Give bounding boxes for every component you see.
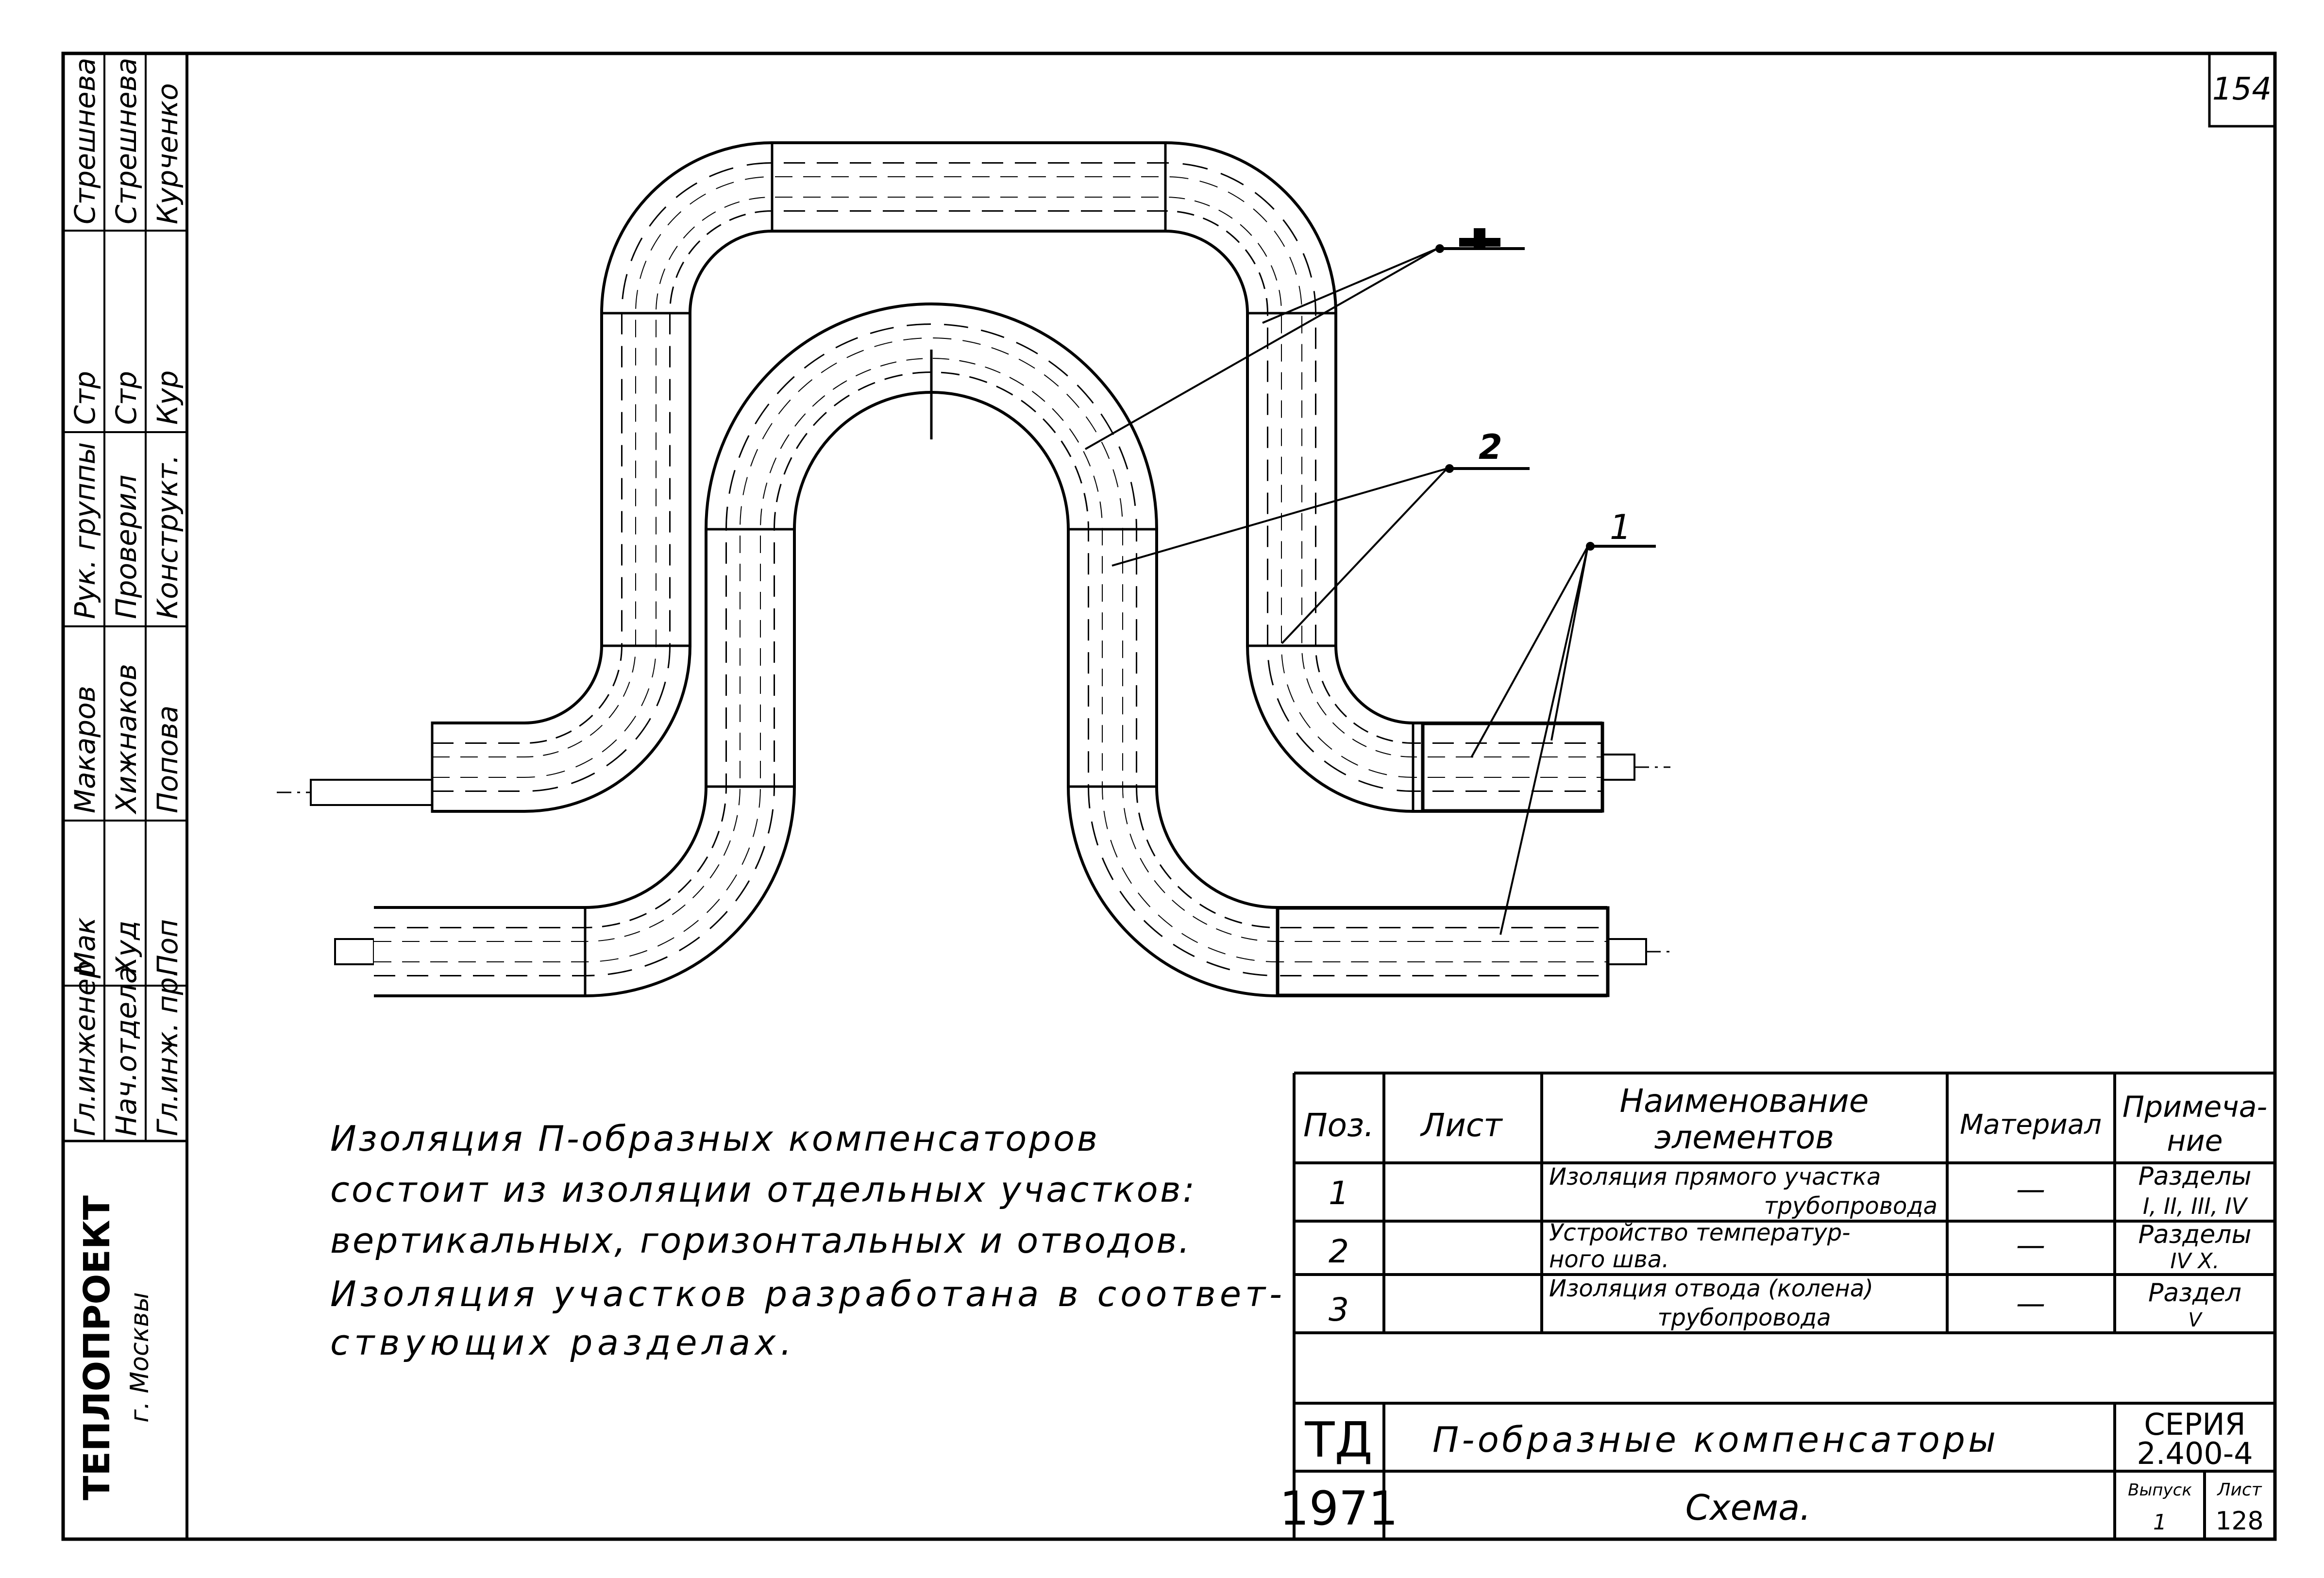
spec-header-pos: Поз.	[1303, 1107, 1374, 1144]
description-line-5: ствующих разделах.	[330, 1322, 792, 1363]
spec-row-1-note-1: Разделы	[2138, 1162, 2251, 1191]
callout-1-label: 1	[1610, 507, 1632, 547]
stamp-role-6: Конструкт.	[151, 454, 184, 619]
spec-header-note-1: Примеча-	[2122, 1090, 2267, 1124]
stamp-surname-5: Стрешнева	[110, 58, 143, 224]
title-series-label: СЕРИЯ	[2144, 1407, 2245, 1442]
spec-row-1-name-2: трубопровода	[1764, 1192, 1937, 1220]
title-subtitle: Схема.	[1685, 1487, 1811, 1528]
spec-row-2-name-2: ного шва.	[1549, 1246, 1669, 1273]
title-org-code: ТД	[1304, 1411, 1372, 1468]
spec-row-3-material: —	[2016, 1287, 2045, 1321]
spec-row-2-material: —	[2016, 1228, 2045, 1262]
description-line-1: Изоляция П-образных компенсаторов	[330, 1118, 1097, 1159]
spec-header-sheet: Лист	[1420, 1107, 1503, 1144]
stamp-org-name: ТЕПЛОПРОЕКТ	[76, 1195, 118, 1500]
stamp-signature-5: Стр	[110, 371, 143, 425]
spec-row-3-note-2: V	[2188, 1309, 2203, 1331]
spec-row-2-note-1: Разделы	[2138, 1220, 2251, 1249]
stamp-role-1: Гл.инженер	[68, 960, 101, 1136]
spec-row-2-name-1: Устройство температур-	[1549, 1219, 1851, 1246]
pipe-stub-right-lower	[1606, 938, 1647, 965]
stamp-signature-1: Мак	[68, 917, 101, 976]
title-issue-value: 1	[2153, 1510, 2167, 1535]
spec-header-note-2: ние	[2167, 1124, 2223, 1158]
pipe-stub-left-upper	[310, 779, 433, 806]
stamp-surname-6: Курченко	[151, 83, 184, 224]
title-sheet-value: 128	[2215, 1507, 2263, 1536]
title-sheet-label: Лист	[2216, 1480, 2262, 1500]
title-main: П-образные компенсаторы	[1432, 1419, 1996, 1460]
pipe-stub-left-lower	[334, 938, 375, 965]
stamp-role-3: Гл.инж. пр.	[151, 968, 184, 1136]
spec-row-1-name-1: Изоляция прямого участка	[1549, 1163, 1881, 1191]
stamp-signature-6: Кур	[151, 370, 184, 425]
sheet-number-box	[2208, 52, 2276, 128]
spec-row-1-note-2: I, II, III, IV	[2143, 1193, 2249, 1219]
title-series-number: 2.400-4	[2137, 1436, 2253, 1471]
stamp-role-5: Проверил	[110, 475, 143, 619]
stamp-surname-1: Макаров	[68, 686, 101, 813]
compensator-schematic: 3 2 1	[277, 141, 1675, 997]
stamp-surname-4: Стрешнева	[68, 58, 101, 224]
description-line-2: состоит из изоляции отдельных участков:	[330, 1169, 1195, 1210]
spec-row-3-name-1: Изоляция отвода (колена)	[1549, 1275, 1873, 1302]
stamp-signature-2: Худ	[110, 921, 143, 977]
stamp-surname-3: Попова	[151, 705, 184, 813]
spec-row-3-name-2: трубопровода	[1657, 1304, 1831, 1331]
sheet-number: 154	[2212, 71, 2272, 107]
title-block: ТД 1971 П-образные компенсаторы Схема. С…	[1280, 1402, 2275, 1539]
spec-header-material: Материал	[1960, 1109, 2102, 1141]
left-stamp: Гл.инженер Нач.отдела Гл.инж. пр. Мак Ху…	[63, 53, 187, 1500]
title-issue-label: Выпуск	[2128, 1480, 2192, 1500]
description-line-3: вертикальных, горизонтальных и отводов.	[330, 1220, 1190, 1261]
stamp-signature-4: Стр	[68, 371, 101, 425]
spec-row-3-note-1: Раздел	[2148, 1278, 2241, 1308]
spec-row-1-material: —	[2016, 1173, 2045, 1207]
stamp-org-city: г. Москвы	[125, 1292, 154, 1423]
spec-row-1-pos: 1	[1329, 1175, 1349, 1212]
spec-header-name-1: Наименование	[1620, 1082, 1869, 1120]
pipe-stub-right-upper	[1601, 754, 1635, 781]
stamp-surname-2: Хижнаков	[110, 664, 143, 815]
callout-2-label: 2	[1479, 427, 1502, 467]
description-line-4: Изоляция участков разработана в соответ-	[330, 1274, 1282, 1314]
spec-table: Поз. Лист Наименование элементов Материа…	[1293, 1072, 2275, 1539]
spec-row-3-pos: 3	[1329, 1291, 1349, 1328]
description-note: Изоляция П-образных компенсаторов состои…	[330, 1118, 1282, 1363]
spec-row-2-pos: 2	[1329, 1233, 1349, 1270]
title-year: 1971	[1280, 1481, 1398, 1536]
spec-row-2-note-2: IV X.	[2170, 1249, 2219, 1274]
spec-header-name-2: элементов	[1654, 1119, 1834, 1156]
stamp-role-4: Рук. группы	[68, 442, 101, 619]
callout-3-label: 3	[1476, 193, 1496, 229]
sheet-frame	[61, 51, 2277, 1541]
stamp-role-2: Нач.отдела	[110, 966, 143, 1136]
stamp-signature-3: Поп	[151, 919, 184, 976]
